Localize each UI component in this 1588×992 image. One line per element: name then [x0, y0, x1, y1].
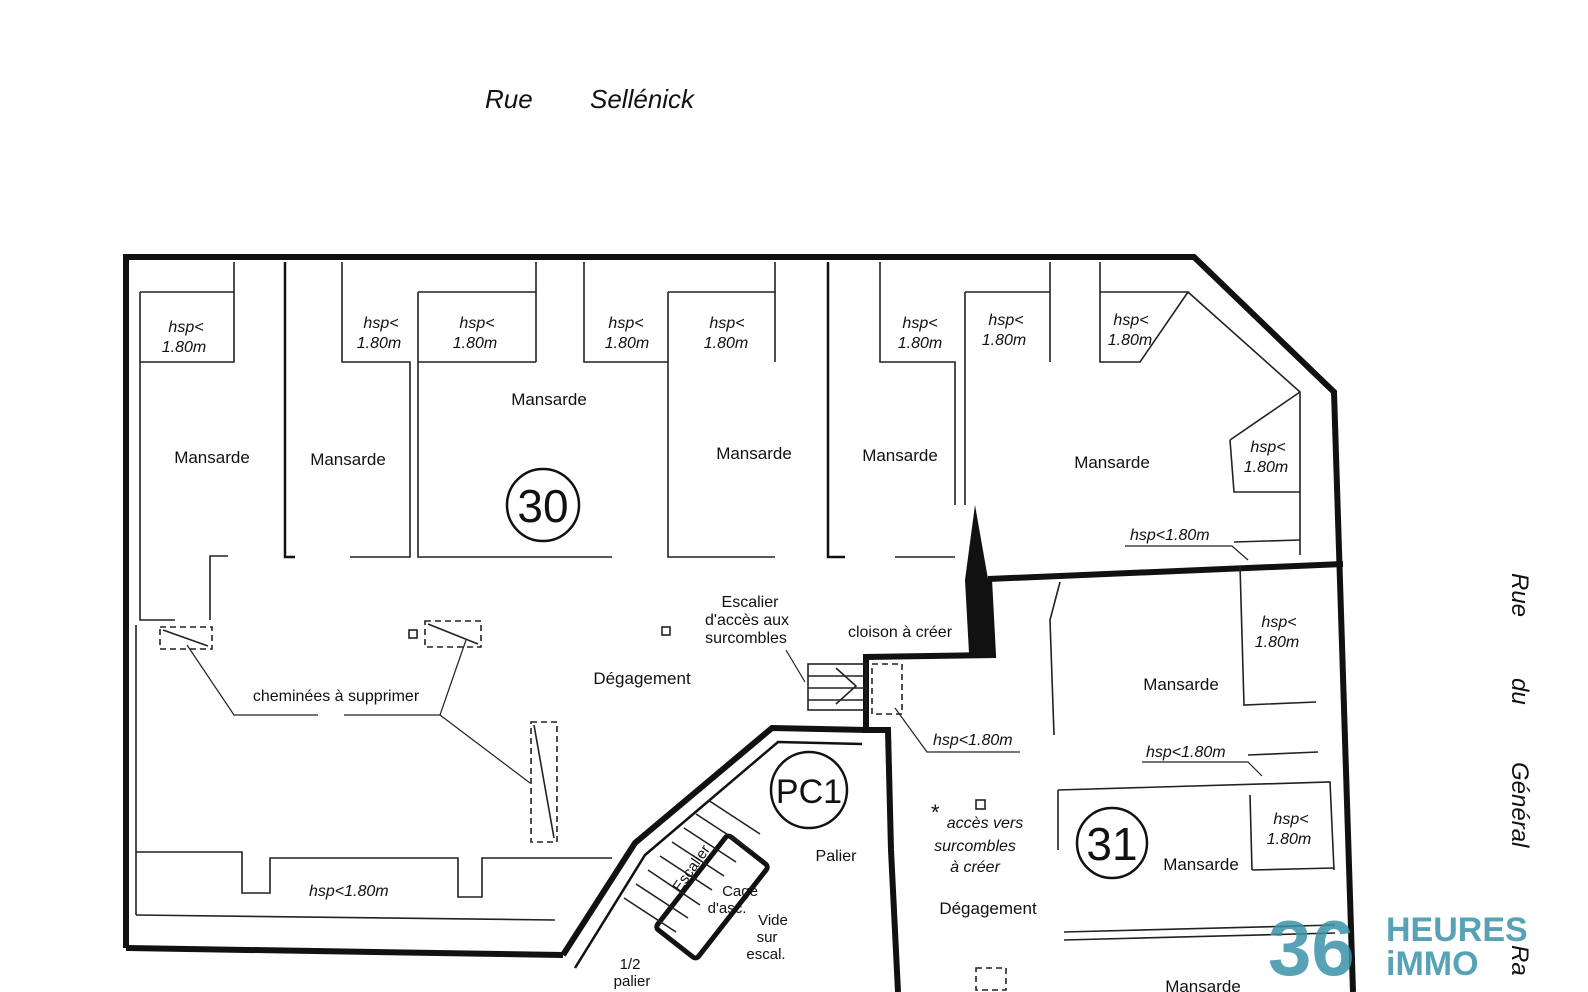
hsp-label: hsp<	[1261, 614, 1296, 631]
pc1-core-wall	[560, 724, 869, 957]
room-mansarde: Mansarde	[1143, 675, 1219, 694]
hsp-label: hsp<	[988, 312, 1023, 329]
stair-treads	[623, 799, 761, 933]
access-stair	[807, 663, 867, 711]
degagement-label: Dégagement	[939, 899, 1037, 918]
cheminees-label: cheminées à supprimer	[253, 688, 420, 705]
exterior-wall	[123, 254, 1356, 992]
hsp-inline: hsp<1.80m	[1146, 744, 1226, 761]
lower-partition	[135, 625, 612, 921]
pc1-inner-wall	[573, 740, 863, 969]
lot-31-marker: 31	[1075, 806, 1149, 880]
room-mansarde: Mansarde	[511, 390, 587, 409]
hsp-value: 1.80m	[704, 335, 748, 352]
hsp-label: hsp<	[1113, 312, 1148, 329]
leader-lines	[186, 545, 1263, 784]
street-sellenick: Rue Sellénick	[485, 84, 696, 114]
mansarde-partitions	[139, 262, 1301, 621]
chimneys	[159, 620, 1007, 991]
escalier-acces-line3: surcombles	[705, 630, 787, 647]
hsp-label: hsp<	[1273, 811, 1308, 828]
lot-31-number: 31	[1086, 818, 1137, 870]
street-right-ra: Ra	[1506, 945, 1533, 976]
pc1-label: PC1	[776, 773, 842, 811]
room-mansarde: Mansarde	[310, 450, 386, 469]
street-right-general: Général	[1506, 762, 1533, 848]
hsp-inline: hsp<1.80m	[309, 883, 389, 900]
annotations: Dégagement Dégagement cheminées à suppri…	[253, 594, 1037, 990]
hsp-inline-labels: hsp<1.80m hsp<1.80m hsp<1.80m hsp<1.80m	[309, 527, 1226, 900]
acces-line3: à créer	[950, 859, 1000, 876]
cage-line1: Cage	[722, 883, 758, 900]
lot31-partitions	[1049, 565, 1336, 941]
demi-palier-line2: palier	[614, 973, 651, 990]
hsp-label: hsp<	[363, 315, 398, 332]
vide-line1: Vide	[758, 912, 788, 929]
escalier-acces-line1: Escalier	[722, 594, 780, 611]
street-word-rue: Rue	[485, 84, 533, 114]
hsp-value: 1.80m	[898, 335, 942, 352]
vent-marks	[408, 626, 986, 810]
logo-number: 36	[1268, 905, 1355, 985]
hsp-value: 1.80m	[1255, 634, 1299, 651]
hsp-value: 1.80m	[1108, 332, 1152, 349]
street-general: Rue du Général Ra	[1506, 573, 1533, 976]
hsp-label: hsp<	[608, 315, 643, 332]
hsp-labels: hsp< 1.80m hsp< 1.80m hsp< 1.80m hsp< 1.…	[162, 312, 1311, 848]
hsp-value: 1.80m	[982, 332, 1026, 349]
cage-line2: d'asc.	[708, 900, 747, 917]
pc1-marker: PC1	[769, 750, 849, 830]
elevator-shaft	[654, 833, 770, 961]
cloison-to-create	[965, 505, 993, 653]
room-mansarde: Mansarde	[174, 448, 250, 467]
mansarde-labels: Mansarde Mansarde Mansarde Mansarde Mans…	[174, 390, 1241, 992]
room-mansarde: Mansarde	[1163, 855, 1239, 874]
street-right-du: du	[1506, 678, 1533, 705]
hsp-value: 1.80m	[1244, 459, 1288, 476]
hsp-inline: hsp<1.80m	[1130, 527, 1210, 544]
vide-line3: escal.	[746, 946, 785, 963]
agency-logo: 36 HEURES iMMO	[1268, 905, 1528, 985]
logo-line2: iMMO	[1386, 945, 1479, 983]
exterior-wall-bottom-left	[125, 945, 564, 958]
hsp-value: 1.80m	[357, 335, 401, 352]
room-mansarde: Mansarde	[716, 444, 792, 463]
hsp-label: hsp<	[902, 315, 937, 332]
street-right-rue: Rue	[1506, 573, 1533, 617]
room-mansarde: Mansarde	[862, 446, 938, 465]
cloison-label: cloison à créer	[848, 624, 953, 641]
hsp-value: 1.80m	[1267, 831, 1311, 848]
acces-line1: accès vers	[947, 815, 1023, 832]
vide-line2: sur	[757, 929, 778, 946]
lot-30-marker: 30	[505, 467, 581, 543]
hsp-label: hsp<	[709, 315, 744, 332]
palier-label: Palier	[816, 848, 858, 865]
hsp-label: hsp<	[1250, 439, 1285, 456]
street-word-sellenick: Sellénick	[590, 84, 696, 114]
hsp-value: 1.80m	[453, 335, 497, 352]
hsp-label: hsp<	[459, 315, 494, 332]
degagement-label: Dégagement	[593, 669, 691, 688]
room-mansarde: Mansarde	[1074, 453, 1150, 472]
hsp-label: hsp<	[168, 319, 203, 336]
room-mansarde: Mansarde	[1165, 977, 1241, 992]
hsp-value: 1.80m	[605, 335, 649, 352]
demi-palier-line1: 1/2	[620, 956, 641, 973]
asterisk: *	[930, 800, 940, 825]
lot-30-number: 30	[517, 480, 568, 532]
lot-separation-wall	[987, 561, 1344, 582]
hsp-inline: hsp<1.80m	[933, 732, 1013, 749]
logo-line1: HEURES	[1386, 911, 1528, 949]
escalier-acces-line2: d'accès aux	[705, 612, 789, 629]
acces-line2: surcombles	[934, 838, 1016, 855]
hsp-value: 1.80m	[162, 339, 206, 356]
